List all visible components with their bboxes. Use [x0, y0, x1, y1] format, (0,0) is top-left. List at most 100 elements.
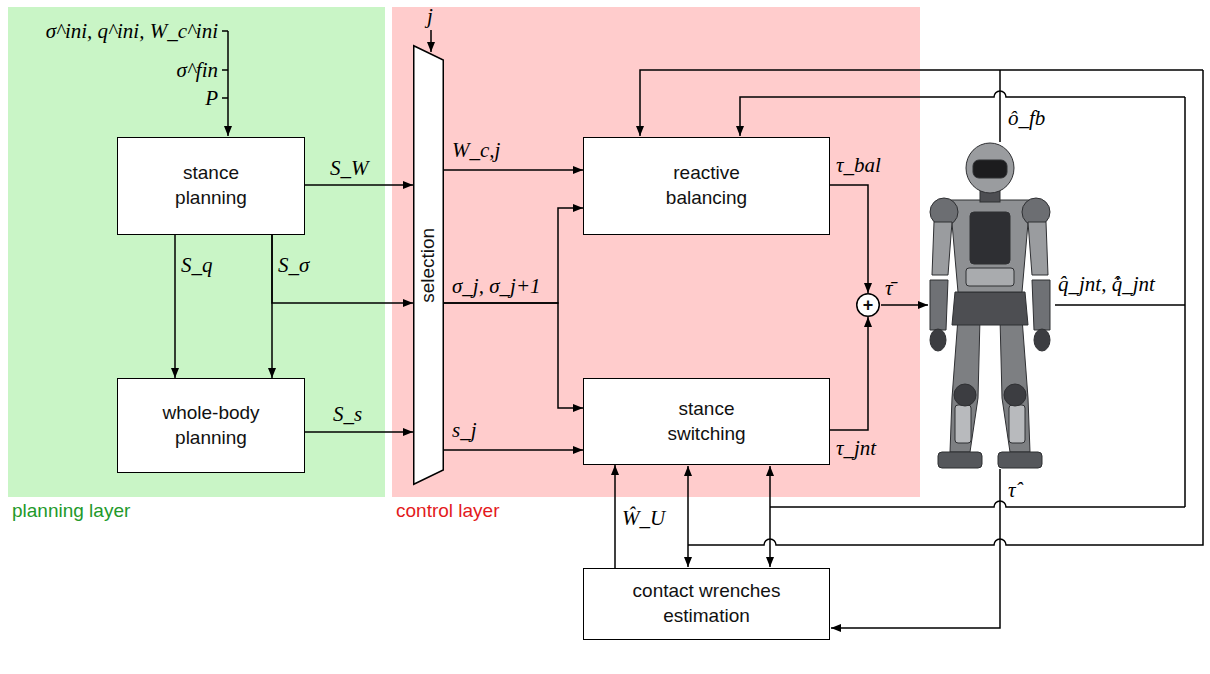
signal-wire [831, 469, 1000, 628]
signal-name: σ^ini, q^ini, W_c^ini [46, 19, 218, 43]
signal-name: σ_j, σ_j+1 [452, 274, 541, 298]
robot-part [932, 222, 952, 275]
signal-connector [272, 235, 413, 303]
signal-wire [999, 70, 1001, 142]
signal-wire [687, 466, 689, 545]
signal-connector [444, 449, 583, 451]
label-anchor: S_s [333, 401, 362, 427]
label-anchor: j [427, 3, 433, 29]
edge-layer [175, 170, 868, 568]
signal-name: S_W [330, 156, 369, 180]
process-box: contact wrenches estimation [583, 568, 830, 640]
block-label: stance planning [155, 161, 267, 210]
signal-connector [614, 465, 616, 568]
block-label: reactive balancing [651, 161, 763, 210]
signal-name: σ^fin [177, 58, 218, 82]
robot-part [970, 212, 1010, 264]
label-anchor: τ̄ [885, 275, 893, 301]
robot-illustration [930, 143, 1050, 468]
process-box: stance switching [583, 378, 830, 465]
robot-part [1000, 318, 1030, 452]
signal-name: S_q [181, 253, 213, 277]
label-anchor: σ_j, σ_j+1 [452, 273, 541, 299]
robot-part [1034, 329, 1050, 351]
label-anchor: q̂_jnt, q̂̇_jnt [1058, 271, 1155, 297]
robot-part [998, 452, 1042, 468]
signal-wires [222, 30, 1203, 628]
signal-name: Ŵ_U [622, 506, 665, 530]
process-box: stance planning [117, 137, 305, 235]
signal-name: S_s [333, 402, 362, 426]
junction-outline [857, 294, 880, 317]
label-anchor: Ŵ_U [622, 505, 665, 531]
process-box: reactive balancing [583, 137, 830, 235]
robot-part [1028, 222, 1048, 275]
robot-part [930, 280, 948, 330]
robot-part [952, 292, 1028, 325]
signal-connector [305, 431, 413, 433]
label-anchor: τ̂ [1008, 477, 1016, 503]
robot-part [938, 452, 982, 468]
block-label: contact wrenches estimation [617, 579, 797, 628]
signal-wire [687, 545, 689, 567]
signal-name: P [205, 86, 218, 110]
signal-name: τ_jnt [836, 436, 876, 460]
label-anchor: P [205, 85, 218, 111]
layer-heading: planning layer [12, 499, 130, 524]
signal-wire [430, 30, 432, 52]
signal-wire [769, 466, 771, 507]
signal-connector [830, 185, 868, 293]
signal-connector [444, 208, 583, 303]
layer-heading: control layer [396, 499, 500, 524]
label-anchor: S_q [181, 252, 213, 278]
signal-name: τ̂ [1008, 478, 1016, 502]
signal-name: ô_fb [1008, 106, 1045, 130]
label-anchor: σ^fin [177, 57, 218, 83]
signal-wire [769, 507, 771, 567]
signal-wire [1055, 97, 1185, 507]
signal-name: τ̄ [885, 276, 893, 300]
signal-wire [740, 91, 1185, 136]
label-anchor: W_c,j [452, 137, 500, 163]
signal-name: s_j [452, 418, 477, 442]
robot-part [950, 318, 980, 452]
label-anchor: τ_jnt [836, 435, 876, 461]
block-label: stance switching [651, 397, 763, 446]
block-label: selection [416, 228, 441, 303]
robot-part [954, 384, 976, 406]
sum-junction: + [856, 293, 880, 317]
mux-outline [414, 46, 444, 485]
block-label: whole-body planning [151, 401, 271, 450]
label-anchor: ô_fb [1008, 105, 1045, 131]
signal-wire [770, 501, 1185, 507]
label-anchor: σ^ini, q^ini, W_c^ini [46, 18, 218, 44]
signal-connector [444, 169, 583, 171]
label-anchor: s_j [452, 417, 477, 443]
process-box: whole-body planning [117, 378, 305, 473]
robot-part [1004, 384, 1026, 406]
signal-connector [174, 235, 176, 378]
signal-name: τ_bal [836, 153, 881, 177]
robot-part [955, 405, 971, 443]
robot-part [966, 143, 1014, 193]
signal-wire [688, 70, 1203, 545]
label-anchor: τ_bal [836, 152, 881, 178]
signal-name: q̂_jnt, q̂̇_jnt [1058, 272, 1155, 296]
signal-connector [444, 303, 583, 408]
signal-name: j [427, 4, 433, 28]
robot-part [973, 160, 1007, 178]
label-anchor: S_W [330, 155, 369, 181]
signal-name: S_σ [278, 253, 309, 277]
robot-part [930, 329, 946, 351]
sum-sign: + [863, 296, 874, 314]
robot-part [1032, 280, 1050, 330]
signal-name: W_c,j [452, 138, 500, 162]
signal-connector [305, 184, 413, 186]
signal-wire [222, 31, 228, 98]
robot-part [966, 268, 1014, 286]
signal-wire [881, 304, 928, 306]
robot-part [950, 200, 1030, 292]
selector-mux: selection [413, 45, 444, 485]
signal-wire [640, 70, 1203, 136]
